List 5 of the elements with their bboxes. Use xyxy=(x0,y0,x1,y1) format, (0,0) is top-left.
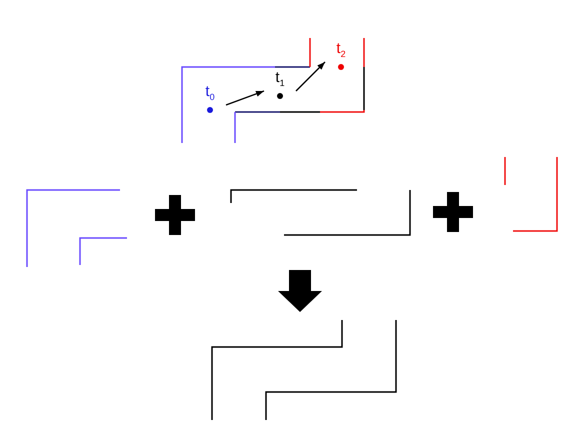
arrow xyxy=(296,62,326,92)
time-label: t$_{1}$ xyxy=(275,70,285,90)
arrow xyxy=(226,90,264,106)
time-label: t$_{2}$ xyxy=(336,41,346,61)
time-label: t$_{0}$ xyxy=(205,84,215,104)
